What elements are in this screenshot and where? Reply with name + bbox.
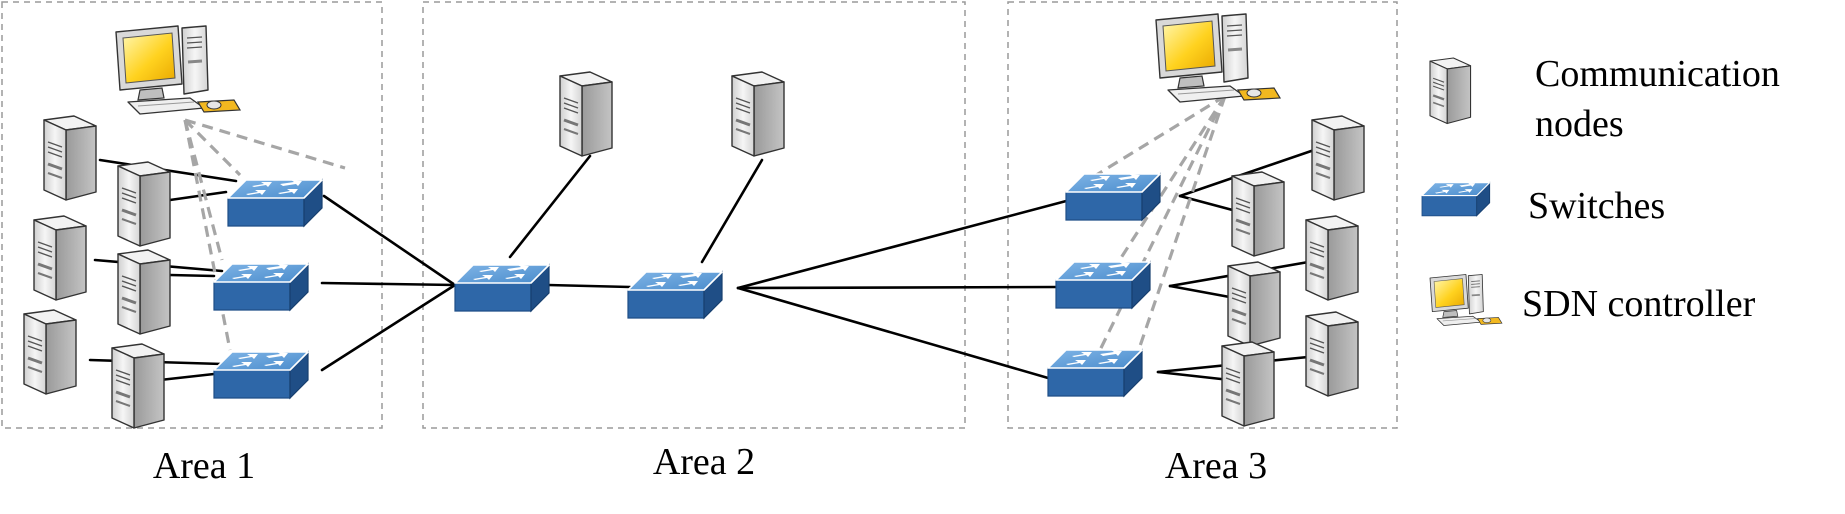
server-tower-icon <box>1230 170 1286 258</box>
legend-sdn-controller-label: SDN controller <box>1522 283 1756 325</box>
area2-frame <box>422 1 966 429</box>
server-tower-icon <box>730 70 786 158</box>
sdn-controller-computer-icon <box>1154 12 1282 104</box>
legend-switches-label: Switches <box>1528 185 1665 227</box>
server-tower-icon <box>110 342 166 430</box>
sdn-controller-computer-icon <box>1429 273 1503 327</box>
server-tower-icon <box>22 308 78 396</box>
network-switch-icon <box>213 263 309 311</box>
server-tower-icon <box>1220 340 1276 428</box>
area-label: Area 3 <box>1165 445 1267 487</box>
network-switch-icon <box>627 271 723 319</box>
link <box>546 283 632 289</box>
network-switch-icon <box>1421 182 1491 217</box>
area-label: Area 2 <box>653 441 755 483</box>
link <box>700 158 764 264</box>
server-tower-icon <box>1428 56 1472 125</box>
network-switch-icon <box>1055 261 1151 309</box>
server-tower-icon <box>42 114 98 202</box>
link <box>736 285 1062 290</box>
server-tower-icon <box>32 214 88 302</box>
network-switch-icon <box>454 264 550 312</box>
sdn-controller-computer-icon <box>114 24 242 116</box>
area-label: Area 1 <box>153 445 255 487</box>
legend: Communication nodes Switches SDN control… <box>1421 53 1780 327</box>
link <box>508 154 592 259</box>
link <box>158 372 216 382</box>
link <box>1168 284 1237 300</box>
control-link <box>183 119 232 351</box>
area1-frame <box>1 1 383 429</box>
legend-communication-nodes-label-line2: nodes <box>1535 103 1624 145</box>
link <box>736 286 1057 382</box>
control-link <box>1079 94 1226 187</box>
network-switch-icon <box>213 351 309 399</box>
server-tower-icon <box>1310 114 1366 202</box>
server-tower-icon <box>1304 310 1360 398</box>
server-tower-icon <box>116 160 172 248</box>
network-switch-icon <box>227 179 323 227</box>
link <box>168 190 228 202</box>
link <box>322 194 457 287</box>
network-switch-icon <box>1065 173 1161 221</box>
control-link <box>184 118 346 170</box>
legend-communication-nodes-label: Communication <box>1535 53 1780 95</box>
link <box>1156 370 1232 382</box>
control-link <box>1136 95 1227 353</box>
control-link <box>183 118 242 177</box>
server-tower-icon <box>558 70 614 158</box>
server-tower-icon <box>1226 260 1282 348</box>
network-switch-icon <box>1047 349 1143 397</box>
link <box>736 198 1072 290</box>
link <box>320 283 457 372</box>
link <box>168 273 216 278</box>
link <box>1178 146 1322 198</box>
server-tower-icon <box>1304 214 1360 302</box>
server-tower-icon <box>116 248 172 336</box>
link <box>320 281 457 287</box>
